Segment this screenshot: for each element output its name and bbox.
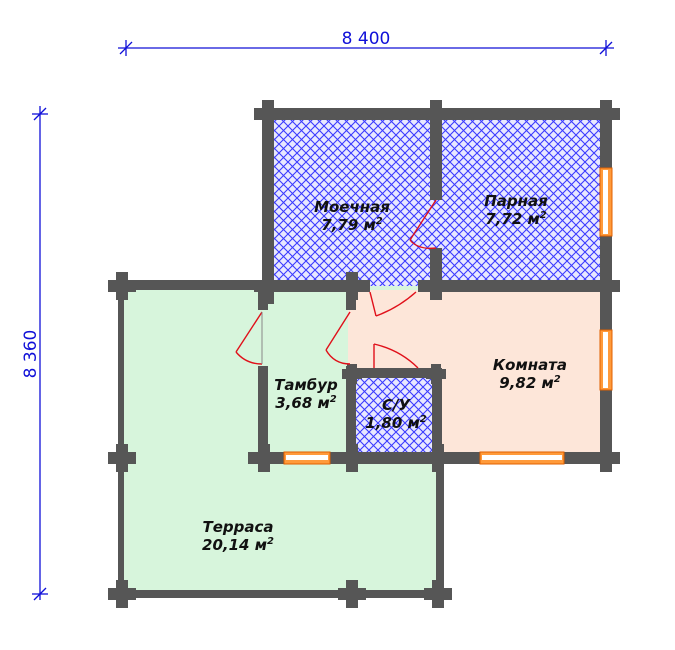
room-label-tambur: Тамбур 3,68 м2	[274, 376, 338, 412]
tambur-floor	[262, 292, 350, 458]
windows	[283, 167, 613, 465]
room-label-parnaya: Парная 7,72 м2	[484, 192, 548, 228]
room-label-moechnaya: Моечная 7,79 м2	[314, 198, 390, 234]
tambur-name: Тамбур	[274, 376, 338, 394]
height-label: 8 360	[21, 330, 41, 379]
komnata-area: 9,82 м2	[499, 374, 561, 392]
dimension-height: 8 360	[21, 106, 48, 601]
parnaya-area: 7,72 м2	[485, 210, 547, 228]
door-moechnaya	[369, 291, 417, 317]
room-label-komnata: Комната 9,82 м2	[493, 356, 567, 392]
su-area: 1,80 м2	[365, 414, 427, 432]
parnaya-name: Парная	[484, 192, 548, 210]
door-su	[373, 343, 419, 369]
door-tambur-komnata	[325, 311, 351, 365]
window-komnata-right	[599, 329, 613, 391]
window-parnaya	[599, 167, 613, 237]
moechnaya-name: Моечная	[314, 198, 390, 216]
door-moechnaya-parnaya	[409, 199, 437, 250]
width-label: 8 400	[342, 29, 391, 49]
komnata-name: Комната	[493, 356, 567, 374]
moechnaya-area: 7,79 м2	[321, 216, 383, 234]
dimension-width: 8 400	[118, 29, 614, 56]
parnaya-floor	[436, 118, 606, 286]
su-name: С/У	[382, 396, 411, 414]
window-tambur	[283, 451, 331, 465]
log-joints	[108, 100, 620, 608]
tambur-area: 3,68 м2	[275, 394, 337, 412]
terrasa-area: 20,14 м2	[202, 536, 274, 554]
room-label-terrasa: Терраса 20,14 м2	[202, 518, 274, 554]
doors	[235, 199, 437, 369]
su-floor	[352, 378, 438, 458]
window-komnata-bottom	[479, 451, 565, 465]
room-label-su: С/У 1,80 м2	[365, 396, 427, 432]
terrasa-name: Терраса	[202, 518, 273, 536]
door-terrace-tambur	[235, 311, 263, 365]
moechnaya-floor	[268, 118, 436, 286]
